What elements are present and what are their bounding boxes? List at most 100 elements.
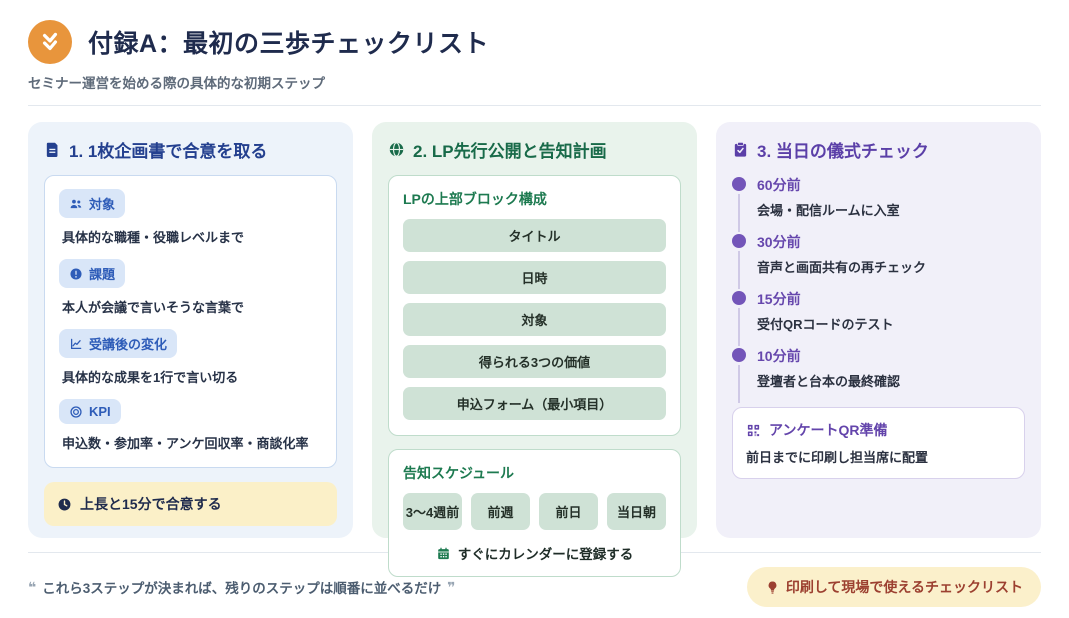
chart-icon: [70, 338, 82, 349]
timeline-time: 60分前: [757, 177, 801, 193]
header-divider: [28, 105, 1041, 106]
step2-title: 2. LP先行公開と告知計画: [413, 142, 607, 161]
print-badge-text: 印刷して現場で使えるチェックリスト: [785, 579, 1023, 595]
survey-qr-box: アンケートQR準備 前日までに印刷し担当席に配置: [732, 407, 1025, 479]
ritual-timeline: 60分前 会場・配信ルームに入室 30分前 音声と画面共有の再チェック 15分前: [732, 175, 1025, 403]
timeline-line: [738, 308, 740, 346]
item-desc: 具体的な職種・役職レベルまで: [62, 230, 245, 245]
timeline-body: 15分前 受付QRコードのテスト: [757, 289, 894, 346]
target-audience-chip: 対象: [59, 189, 126, 218]
step2-card: 2. LP先行公開と告知計画 LPの上部ブロック構成 タイトル 日時 対象 得ら…: [372, 122, 697, 577]
step1-item-kpi: KPI 申込数・参加率・アンケ回収率・商談化率: [59, 399, 322, 452]
schedule-panel: 告知スケジュール 3〜4週前 前週 前日 当日朝 すぐにカレンダーに登録する: [388, 449, 681, 577]
timeline-desc: 音声と画面共有の再チェック: [757, 260, 927, 275]
step1-item-issue: 課題 本人が会議で言いそうな言葉で: [59, 259, 322, 316]
open-quote-icon: ❝: [28, 578, 37, 595]
timeline-item-15min: 15分前 受付QRコードのテスト: [732, 289, 1025, 346]
timeline-time: 15分前: [757, 291, 801, 307]
footer-quote: ❝ これら3ステップが決まれば、残りのステップは順番に並べるだけ ❞: [28, 577, 455, 597]
step1-title: 1. 1枚企画書で合意を取る: [69, 142, 268, 161]
issue-chip: 課題: [59, 259, 126, 288]
footer: ❝ これら3ステップが決まれば、残りのステップは順番に並べるだけ ❞ 印刷して現…: [28, 567, 1041, 607]
kpi-chip: KPI: [59, 399, 121, 424]
qr-code-icon: [747, 424, 760, 436]
item-desc: 本人が会議で言いそうな言葉で: [62, 300, 245, 315]
step1-panel: 対象 具体的な職種・役職レベルまで 課題 本人が会議で言いそうな言葉で 受講後の…: [44, 175, 337, 468]
lp-block-title: タイトル: [403, 219, 666, 252]
timeline-line: [738, 365, 740, 403]
step1-item-target: 対象 具体的な職種・役職レベルまで: [59, 189, 322, 246]
clock-icon: [58, 498, 71, 510]
print-checklist-badge: 印刷して現場で使えるチェックリスト: [746, 567, 1041, 607]
target-icon: [70, 405, 82, 418]
step3-title-row: 3. 当日の儀式チェック: [732, 137, 1025, 162]
page-title: 付録A：最初の三歩チェックリスト: [88, 30, 490, 58]
page-subtitle: セミナー運営を始める際の具体的な初期ステップ: [28, 76, 325, 91]
timeline-item-60min: 60分前 会場・配信ルームに入室: [732, 175, 1025, 232]
callout-text: 上長と15分で合意する: [80, 496, 222, 512]
page-header: 付録A：最初の三歩チェックリスト: [28, 20, 1041, 64]
schedule-chip-weeks-before: 3〜4週前: [403, 493, 462, 530]
agreement-callout: 上長と15分で合意する: [44, 482, 337, 526]
step2-title-row: 2. LP先行公開と告知計画: [388, 137, 681, 162]
steps-row: 1. 1枚企画書で合意を取る 対象 具体的な職種・役職レベルまで 課題 本人が会…: [28, 122, 1041, 577]
schedule-chips-row: 3〜4週前 前週 前日 当日朝: [403, 493, 666, 530]
lp-block-audience: 対象: [403, 303, 666, 336]
timeline-desc: 登壇者と台本の最終確認: [757, 374, 901, 389]
timeline-desc: 受付QRコードのテスト: [757, 317, 894, 332]
timeline-time: 30分前: [757, 234, 801, 250]
lp-structure-label: LPの上部ブロック構成: [403, 191, 547, 207]
item-desc: 申込数・参加率・アンケ回収率・商談化率: [62, 436, 309, 451]
timeline-dot: [732, 348, 746, 362]
schedule-chip-prev-day: 前日: [539, 493, 598, 530]
timeline-dot: [732, 234, 746, 248]
timeline-body: 30分前 音声と画面共有の再チェック: [757, 232, 926, 289]
timeline-dot: [732, 177, 746, 191]
qr-desc: 前日までに印刷し担当席に配置: [746, 450, 929, 465]
globe-icon: [389, 142, 404, 157]
timeline-time: 10分前: [757, 348, 801, 364]
step1-card: 1. 1枚企画書で合意を取る 対象 具体的な職種・役職レベルまで 課題 本人が会…: [28, 122, 353, 538]
schedule-chip-prev-week: 前週: [471, 493, 530, 530]
chip-label: 課題: [89, 267, 116, 282]
schedule-chip-morning: 当日朝: [607, 493, 666, 530]
chip-label: KPI: [89, 404, 111, 419]
timeline-body: 60分前 会場・配信ルームに入室: [757, 175, 900, 232]
clipboard-check-icon: [734, 142, 747, 157]
lp-block-form: 申込フォーム（最小項目）: [403, 387, 666, 420]
item-desc: 具体的な成果を1行で言い切る: [62, 370, 239, 385]
lp-block-values: 得られる3つの価値: [403, 345, 666, 378]
people-icon: [70, 199, 82, 208]
timeline-desc: 会場・配信ルームに入室: [757, 203, 900, 218]
alert-icon: [70, 267, 82, 280]
calendar-icon: [437, 547, 449, 559]
step1-title-row: 1. 1枚企画書で合意を取る: [44, 137, 337, 162]
qr-title: アンケートQR準備: [769, 422, 888, 438]
close-quote-icon: ❞: [447, 578, 456, 595]
lp-block-datetime: 日時: [403, 261, 666, 294]
timeline-rail: [732, 232, 746, 289]
document-icon: [46, 142, 58, 157]
step1-item-change: 受講後の変化 具体的な成果を1行で言い切る: [59, 329, 322, 386]
timeline-body: 10分前 登壇者と台本の最終確認: [757, 346, 900, 403]
timeline-item-10min: 10分前 登壇者と台本の最終確認: [732, 346, 1025, 403]
timeline-rail: [732, 289, 746, 346]
calendar-note-text: すぐにカレンダーに登録する: [457, 547, 634, 562]
timeline-rail: [732, 346, 746, 403]
timeline-rail: [732, 175, 746, 232]
chip-label: 対象: [89, 197, 116, 212]
step3-title: 3. 当日の儀式チェック: [757, 142, 929, 161]
timeline-line: [738, 194, 740, 232]
schedule-label: 告知スケジュール: [403, 465, 515, 481]
chip-label: 受講後の変化: [89, 337, 168, 352]
timeline-item-30min: 30分前 音声と画面共有の再チェック: [732, 232, 1025, 289]
footer-quote-text: これら3ステップが決まれば、残りのステップは順番に並べるだけ: [42, 581, 442, 596]
lp-structure-panel: LPの上部ブロック構成 タイトル 日時 対象 得られる3つの価値 申込フォーム（…: [388, 175, 681, 436]
timeline-line: [738, 251, 740, 289]
change-chip: 受講後の変化: [59, 329, 178, 358]
step3-card: 3. 当日の儀式チェック 60分前 会場・配信ルームに入室 30分前 音声と画面…: [716, 122, 1041, 538]
calendar-note: すぐにカレンダーに登録する: [403, 543, 666, 563]
double-check-icon: [28, 20, 72, 64]
qr-title-row: アンケートQR準備: [746, 420, 1011, 440]
